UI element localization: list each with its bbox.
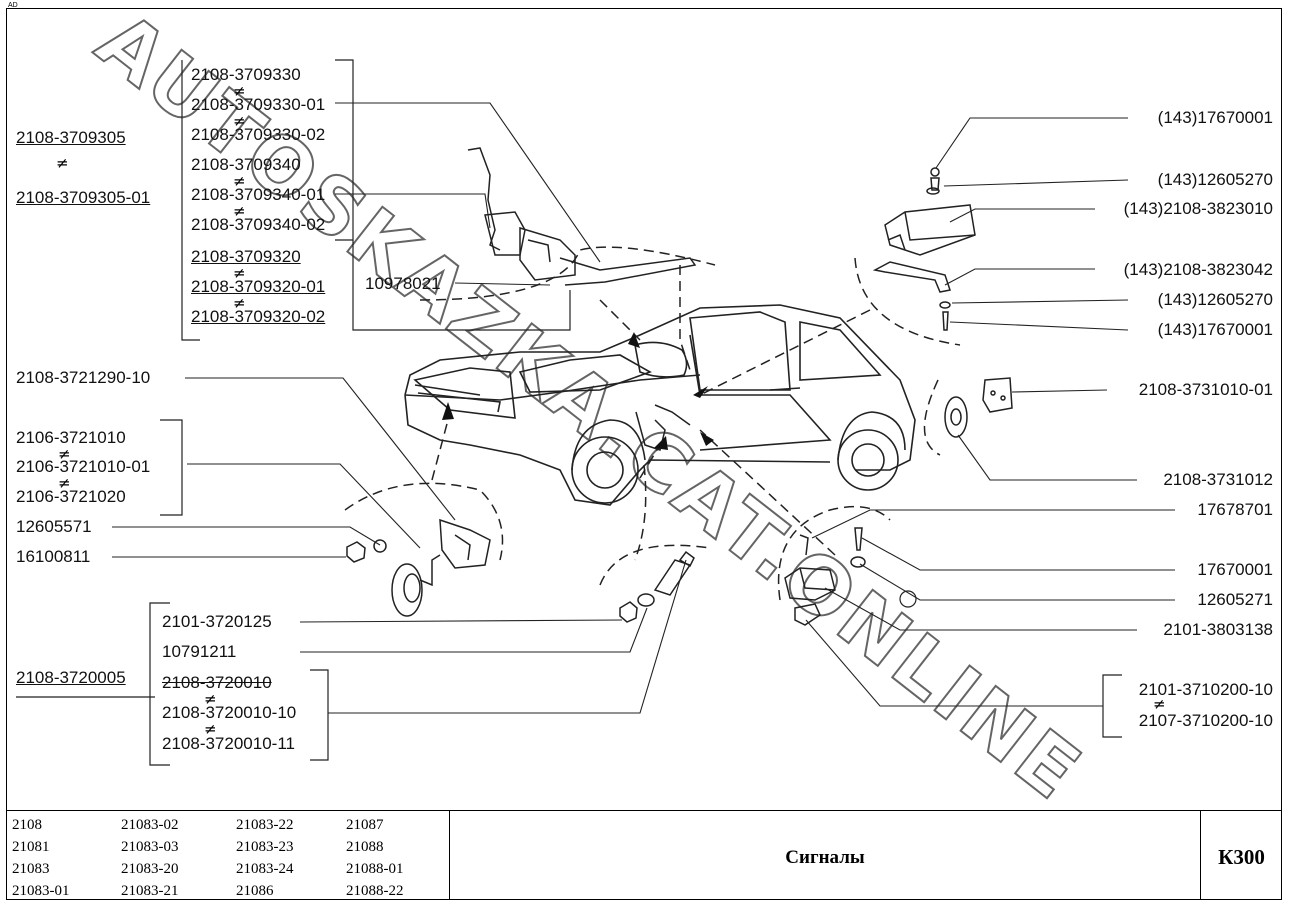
label-g4-1: 2108-3720010-10 xyxy=(162,703,297,722)
drawing-frame xyxy=(6,8,1282,900)
not-equal-sign: ≠ xyxy=(233,82,246,100)
corner-mark: AD xyxy=(8,2,18,9)
label-r9: 17678701 xyxy=(1197,500,1273,519)
model-cell: 21083-21 xyxy=(121,883,179,899)
label-r12: 2101-3803138 xyxy=(1163,620,1273,639)
model-cell: 2108 xyxy=(12,817,42,833)
label-12605571: 12605571 xyxy=(16,517,92,536)
not-equal-sign: ≠ xyxy=(1153,695,1166,713)
label-g2-0: 2108-3709320 xyxy=(191,247,301,266)
label-2108-3721290-10: 2108-3721290-10 xyxy=(16,368,151,387)
model-cell: 21083-24 xyxy=(236,861,294,877)
label-g3-0: 2106-3721010 xyxy=(16,428,126,447)
label-16100811: 16100811 xyxy=(16,547,91,566)
model-cell: 21083-20 xyxy=(121,861,179,877)
label-g4-0: 2108-3720010 xyxy=(162,673,272,692)
label-r5: (143)12605270 xyxy=(1157,290,1273,309)
sheet-title-cell: Сигналы xyxy=(450,810,1200,900)
car-illustration xyxy=(404,304,916,506)
label-g1-3: 2108-3709340 xyxy=(191,155,301,174)
bracket-lines xyxy=(16,59,1122,766)
label-r1: (143)17670001 xyxy=(1157,108,1273,127)
label-2108-3709305-01: 2108-3709305-01 xyxy=(16,188,151,207)
not-equal-sign: ≠ xyxy=(233,202,246,220)
label-g3-1: 2106-3721010-01 xyxy=(16,457,151,476)
label-r13: 2101-3710200-10 xyxy=(1138,680,1273,699)
label-r10: 17670001 xyxy=(1197,560,1273,579)
label-r14: 2107-3710200-10 xyxy=(1138,711,1273,730)
not-equal-sign: ≠ xyxy=(58,445,71,463)
label-r8: 2108-3731012 xyxy=(1163,470,1273,489)
model-cell: 21083-02 xyxy=(121,817,179,833)
label-g1-0: 2108-3709330 xyxy=(191,65,301,84)
model-cell: 21083-03 xyxy=(121,839,179,855)
model-cell: 21088-22 xyxy=(346,883,404,899)
model-cell: 21087 xyxy=(346,817,384,833)
model-cell: 21083-22 xyxy=(236,817,294,833)
label-g4-2: 2108-3720010-11 xyxy=(162,734,295,753)
model-cell: 21088 xyxy=(346,839,384,855)
label-r3: (143)2108-3823010 xyxy=(1123,199,1273,218)
not-equal-sign: ≠ xyxy=(204,720,217,738)
model-cell: 21081 xyxy=(12,839,50,855)
detail-outlines xyxy=(344,246,961,601)
label-r11: 12605271 xyxy=(1197,590,1273,609)
label-g1-1: 2108-3709330-01 xyxy=(191,95,326,114)
not-equal-sign: ≠ xyxy=(58,474,71,492)
label-r6: (143)17670001 xyxy=(1157,320,1273,339)
arrowheads xyxy=(442,332,714,450)
model-cell: 21086 xyxy=(236,883,274,899)
label-g1-2: 2108-3709330-02 xyxy=(191,125,326,144)
model-cell: 21083-23 xyxy=(236,839,294,855)
label-r4: (143)2108-3823042 xyxy=(1123,260,1273,279)
not-equal-sign: ≠ xyxy=(233,172,246,190)
label-g3-2: 2106-3721020 xyxy=(16,487,126,506)
label-g2-1: 2108-3709320-01 xyxy=(191,277,326,296)
label-g2-2: 2108-3709320-02 xyxy=(191,307,326,326)
model-cell: 21083 xyxy=(12,861,50,877)
label-r7: 2108-3731010-01 xyxy=(1138,380,1273,399)
label-10978021: 10978021 xyxy=(365,274,441,293)
label-2108-3709305: 2108-3709305 xyxy=(16,128,126,147)
label-g1-5: 2108-3709340-02 xyxy=(191,215,326,234)
sheet-title: Сигналы xyxy=(785,847,865,868)
sheet-code-cell: К300 xyxy=(1200,810,1282,900)
not-equal-sign: ≠ xyxy=(233,112,246,130)
label-2101-3720125: 2101-3720125 xyxy=(162,612,272,631)
model-cell: 21088-01 xyxy=(346,861,404,877)
leader-lines xyxy=(112,102,1175,714)
label-r2: (143)12605270 xyxy=(1157,170,1273,189)
label-10791211: 10791211 xyxy=(162,642,237,661)
ring-symbol xyxy=(899,590,917,608)
not-equal-sign: ≠ xyxy=(204,690,217,708)
label-g1-4: 2108-3709340-01 xyxy=(191,185,326,204)
model-cell: 21083-01 xyxy=(12,883,70,899)
not-equal-sign: ≠ xyxy=(56,154,69,172)
not-equal-sign: ≠ xyxy=(233,294,246,312)
not-equal-sign: ≠ xyxy=(233,264,246,282)
models-table: 2108 21083-02 21083-22 21087 21081 21083… xyxy=(6,810,450,900)
part-sketches xyxy=(346,147,1013,626)
label-2108-3720005: 2108-3720005 xyxy=(16,668,126,687)
sheet-code: К300 xyxy=(1218,845,1265,869)
